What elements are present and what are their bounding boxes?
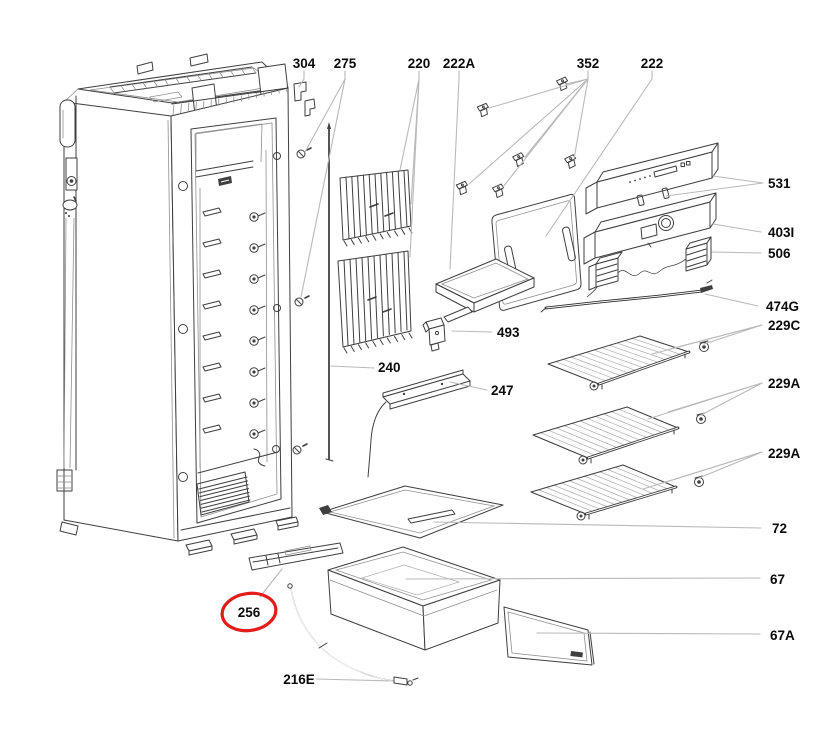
cabinet-interior [195, 123, 279, 516]
shelf-ladder-tabs [202, 207, 222, 434]
part-label-240: 240 [378, 360, 401, 375]
shelf-studs [249, 212, 266, 439]
part-label-67: 67 [770, 572, 785, 587]
top-hinge-bracket [293, 81, 316, 117]
part-label-229C: 229C [768, 318, 801, 333]
control-panel-knob [583, 192, 717, 265]
part-label-275: 275 [334, 56, 357, 71]
vent-grille [198, 476, 251, 513]
part-label-256-highlighted: 256 [238, 605, 261, 620]
part-label-67A: 67A [770, 628, 795, 643]
left-hinge-hardware [56, 95, 78, 492]
cornice-hatch [172, 88, 288, 116]
part-label-222A: 222A [443, 56, 476, 71]
part-label-506: 506 [768, 246, 791, 261]
drawer-front-panel [503, 606, 595, 666]
glass-shelf [319, 485, 504, 539]
part-label-531: 531 [768, 176, 791, 191]
evaporator-coil-upper [339, 169, 413, 247]
part-label-352: 352 [577, 56, 600, 71]
part-label-304: 304 [293, 56, 316, 71]
part-label-474G: 474G [766, 299, 799, 314]
part-label-403I: 403I [768, 225, 794, 240]
wire-shelf-229c [547, 335, 709, 391]
control-panel-upper [585, 142, 719, 215]
cabinet-body [56, 53, 316, 556]
part-label-222: 222 [641, 56, 664, 71]
part-label-229A-2: 229A [768, 446, 801, 461]
switch-box [685, 236, 712, 272]
part-label-493: 493 [497, 325, 520, 340]
wire-shelf-229a-2 [530, 464, 704, 521]
part-label-247: 247 [491, 383, 514, 398]
part-label-72: 72 [772, 521, 787, 536]
part-label-220: 220 [408, 56, 431, 71]
mounting-screws [292, 147, 312, 455]
channel-rail [367, 369, 471, 478]
plinth-strip [248, 542, 344, 571]
lid-hatch [109, 66, 257, 94]
heater-rod [325, 122, 334, 462]
heater-strip [540, 279, 713, 313]
evaporator-coil-lower [337, 250, 413, 354]
leader-lines [259, 70, 764, 682]
small-bracket [422, 317, 446, 352]
wire-shelf-229a-1 [532, 406, 706, 465]
drain-hose [287, 583, 419, 686]
part-labels: 304 275 220 222A 352 222 531 403I 506 47… [238, 56, 801, 687]
lamp-assembly [586, 251, 687, 298]
base-feet [59, 516, 299, 556]
highlight-ellipse [220, 591, 278, 633]
freezer-tray [435, 258, 535, 323]
part-label-229A-1: 229A [768, 376, 801, 391]
crisper-drawer [327, 546, 501, 651]
part-label-216E: 216E [283, 672, 315, 687]
